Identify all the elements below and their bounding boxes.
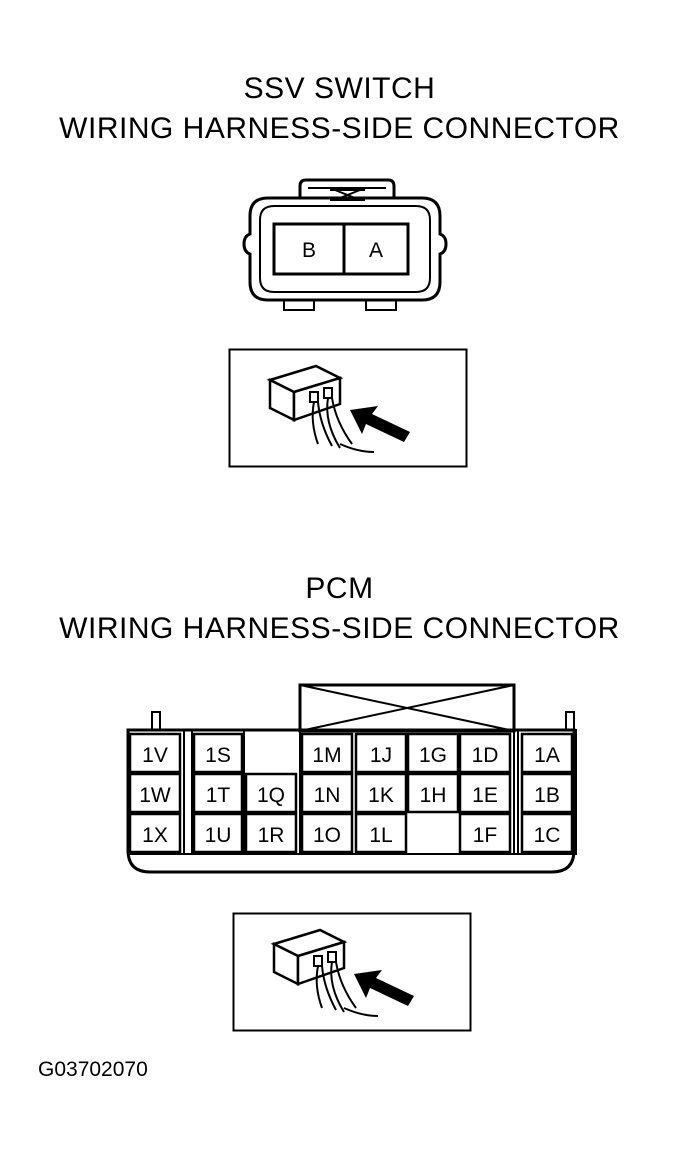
pcm-title: PCM	[305, 572, 374, 605]
pcm-pin-1q: 1Q	[257, 784, 285, 807]
arrow-icon	[354, 970, 414, 1006]
pcm-probe-inset	[232, 912, 472, 1032]
pcm-pin-1e: 1E	[472, 784, 498, 807]
ssv-connector-subtitle: WIRING HARNESS-SIDE CONNECTOR	[59, 112, 620, 145]
figure-code: G03702070	[38, 1058, 148, 1081]
pcm-pin-1v: 1V	[142, 744, 168, 767]
pcm-connector-subtitle: WIRING HARNESS-SIDE CONNECTOR	[59, 612, 620, 645]
pcm-pin-1t: 1T	[206, 784, 231, 807]
connector-probe-icon	[266, 364, 375, 453]
pcm-pin-1d: 1D	[472, 744, 499, 767]
ssv-switch-title: SSV SWITCH	[243, 72, 436, 105]
pcm-pin-1s: 1S	[205, 744, 231, 767]
pcm-pin-1k: 1K	[368, 784, 394, 807]
pcm-pin-1g: 1G	[419, 744, 447, 767]
pcm-pin-1m: 1M	[312, 744, 341, 767]
pcm-pin-1c: 1C	[534, 824, 561, 847]
ssv-pin-a-label: A	[369, 239, 383, 262]
ssv-probe-inset	[228, 348, 468, 468]
pcm-pin-1l: 1L	[369, 824, 392, 847]
ssv-connector-diagram: B A	[242, 178, 448, 311]
pcm-pin-1j: 1J	[370, 744, 392, 767]
pcm-pin-1r: 1R	[258, 824, 285, 847]
ssv-pin-b-label: B	[302, 239, 316, 262]
pcm-pin-1b: 1B	[534, 784, 560, 807]
connector-probe-icon	[270, 928, 379, 1017]
pcm-pin-1a: 1A	[534, 744, 560, 767]
pcm-pin-1x: 1X	[142, 824, 168, 847]
pcm-pin-1n: 1N	[314, 784, 341, 807]
pcm-pin-1u: 1U	[205, 824, 232, 847]
pcm-pin-1f: 1F	[473, 824, 498, 847]
pcm-connector-diagram: 1V 1S 1M 1J 1G 1D 1A 1W 1T 1Q 1N 1K 1H 1…	[126, 683, 577, 874]
ssv-pin-a-cell	[342, 222, 410, 276]
pcm-pin-1o: 1O	[313, 824, 341, 847]
pcm-pin-1w: 1W	[139, 784, 171, 807]
arrow-icon	[350, 406, 410, 442]
pcm-pin-1h: 1H	[420, 784, 447, 807]
